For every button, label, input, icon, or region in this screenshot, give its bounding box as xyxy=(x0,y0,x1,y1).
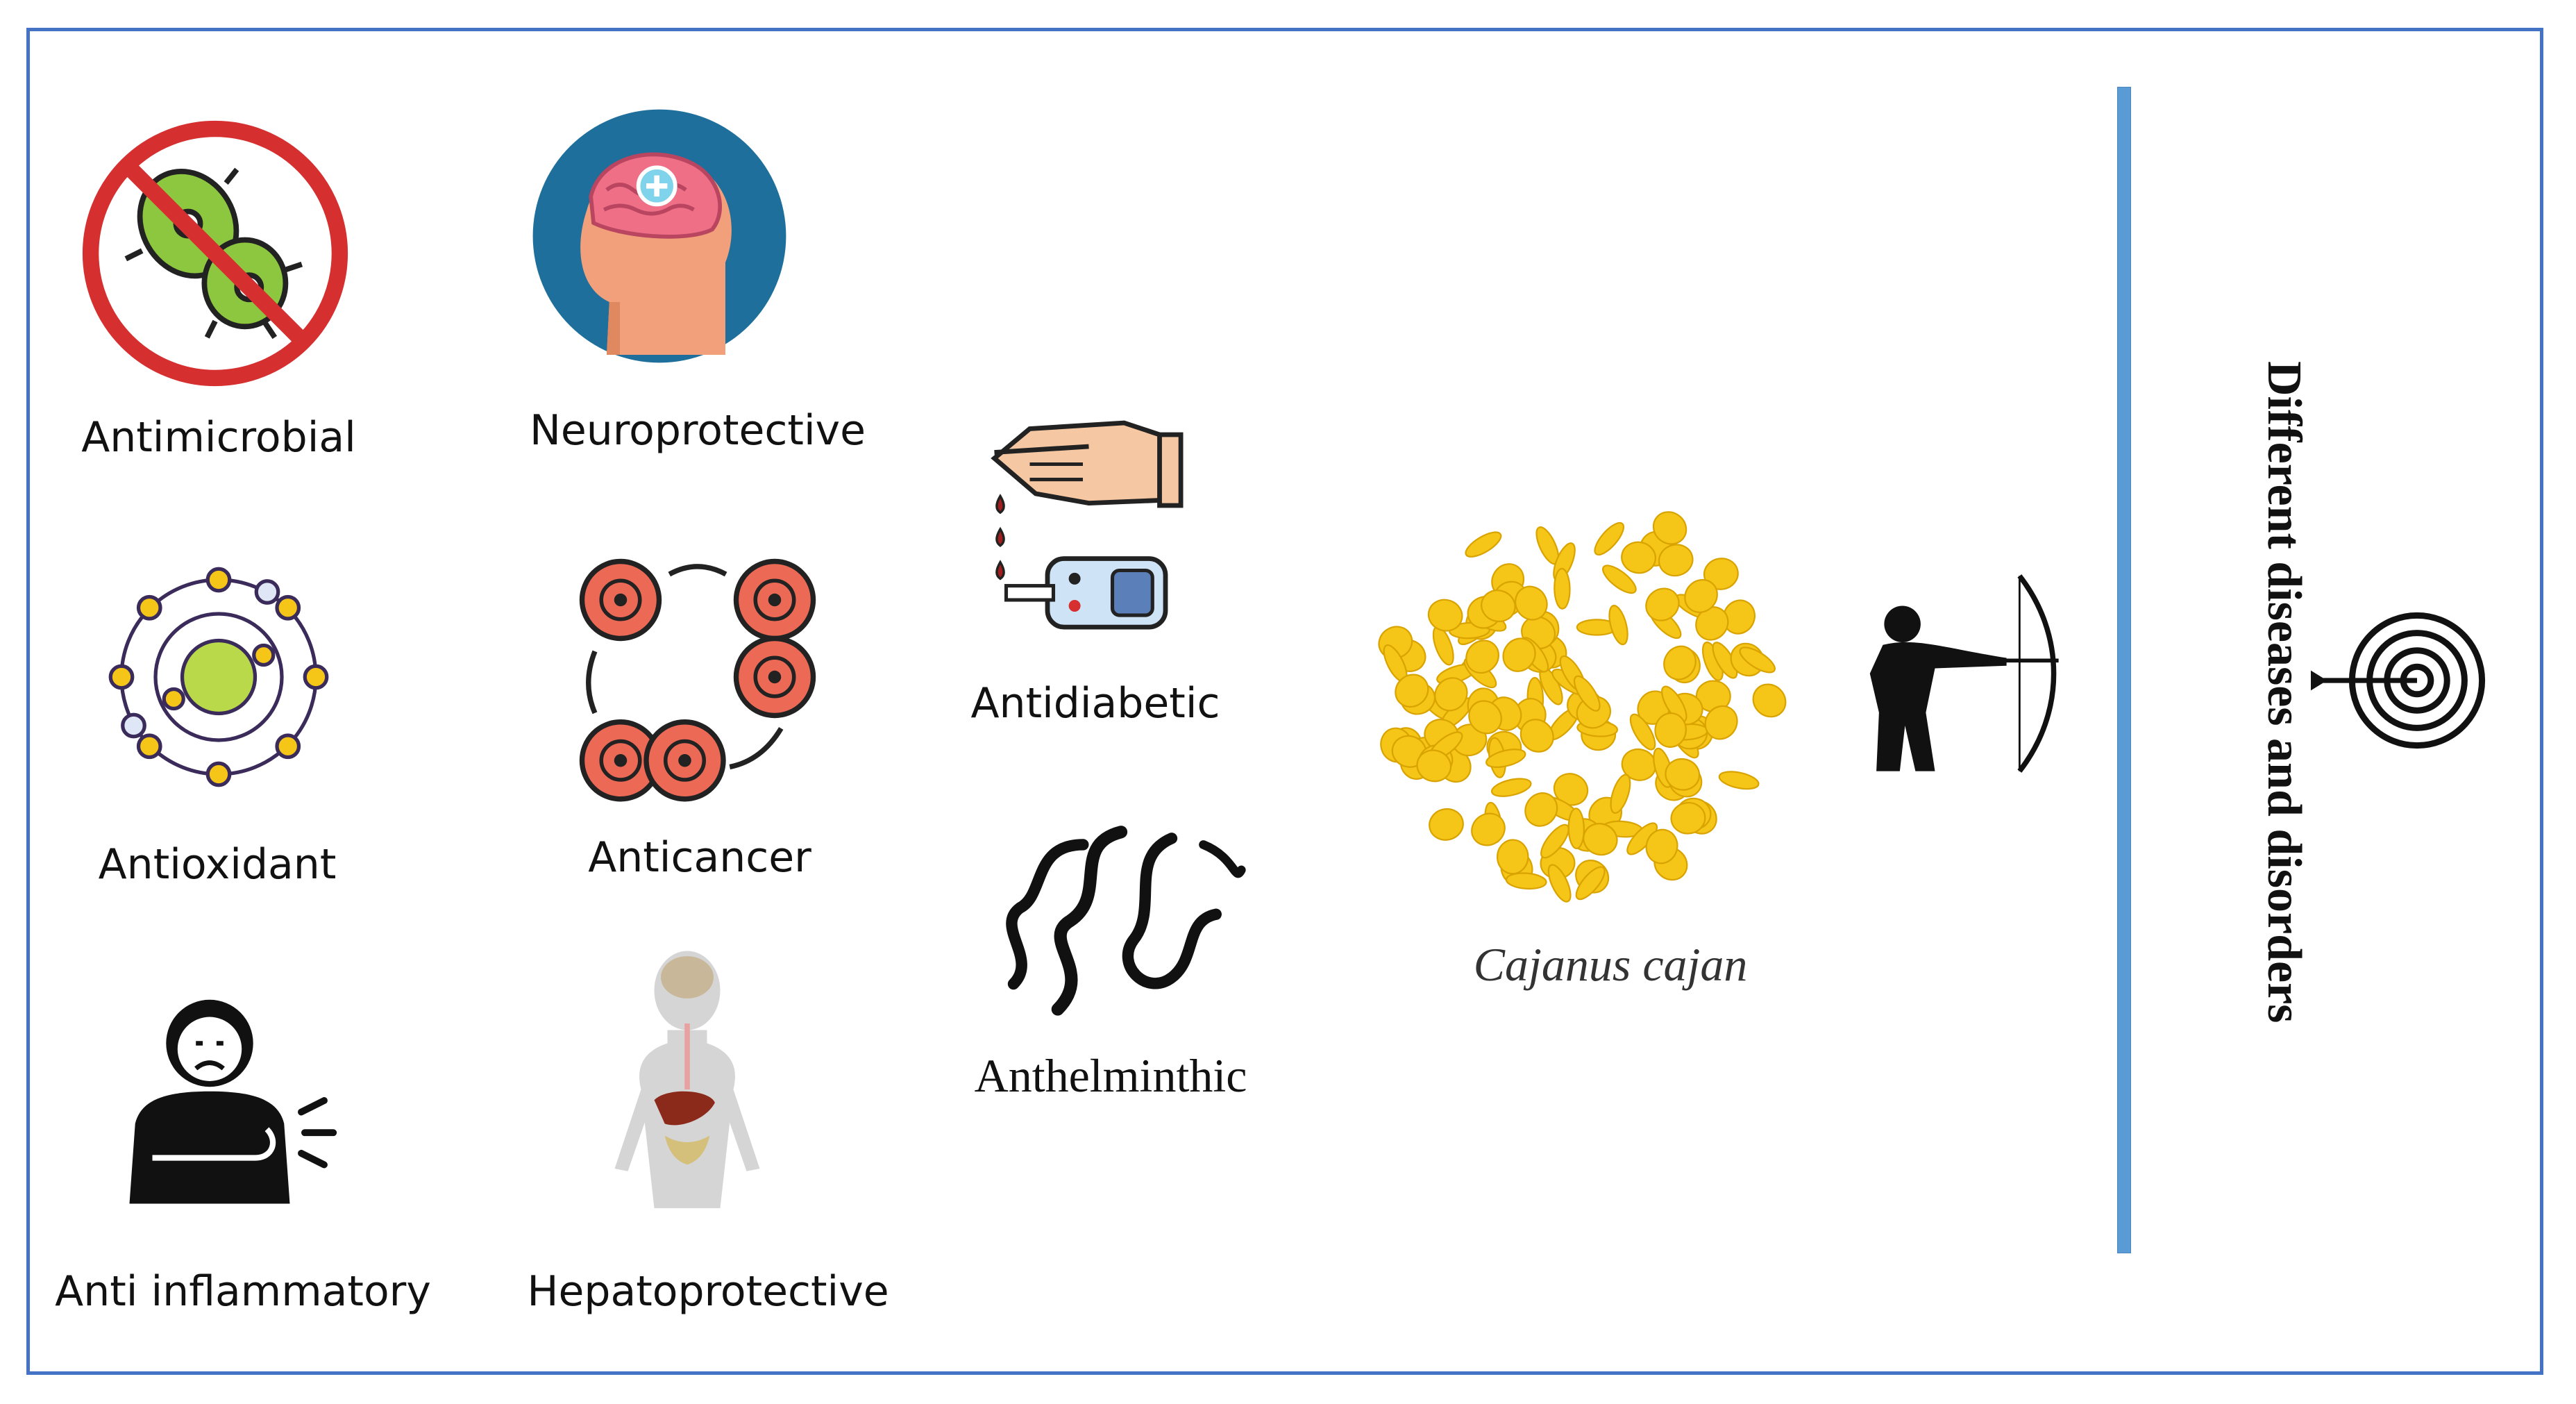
seed xyxy=(1739,646,1776,674)
cell-division-icon xyxy=(569,549,826,805)
diagram-frame xyxy=(26,28,2543,1375)
seed xyxy=(1395,674,1429,708)
seed xyxy=(1481,590,1516,623)
seed xyxy=(1567,808,1585,850)
seed xyxy=(1602,565,1637,594)
seed xyxy=(1645,587,1680,621)
glucose-meter-icon xyxy=(982,399,1184,635)
pigeon-pea-seeds-icon xyxy=(1343,465,1815,927)
seed xyxy=(1575,866,1606,901)
seed xyxy=(1505,872,1547,890)
seed xyxy=(1502,637,1536,672)
seed xyxy=(1703,558,1739,590)
brain-head-icon xyxy=(528,104,791,368)
antimicrobial-label: Antimicrobial xyxy=(81,413,356,462)
seed xyxy=(1540,824,1569,859)
anticancer-label: Anticancer xyxy=(588,833,811,882)
seed xyxy=(1465,531,1502,558)
seed xyxy=(1594,521,1625,555)
seed xyxy=(1471,812,1506,846)
seed xyxy=(1670,801,1706,835)
seed xyxy=(1610,774,1631,814)
atom-icon xyxy=(97,555,340,799)
target-heading: Different diseases and disorders xyxy=(2257,361,2311,1023)
hepatoprotective-label: Hepatoprotective xyxy=(527,1267,889,1316)
seed xyxy=(1416,749,1452,783)
seed xyxy=(1629,713,1656,751)
seed xyxy=(1519,719,1554,753)
pain-person-icon xyxy=(118,986,347,1215)
seed xyxy=(1654,712,1687,748)
seed xyxy=(1722,599,1756,635)
divider-bar xyxy=(2117,87,2131,1253)
seed xyxy=(1695,606,1729,641)
liver-body-icon xyxy=(587,944,788,1208)
seed xyxy=(1547,864,1572,903)
seed xyxy=(1658,544,1694,577)
seed xyxy=(1429,808,1464,841)
plant-name-label: Cajanus cajan xyxy=(1473,938,1748,991)
anthelminthic-label: Anthelminthic xyxy=(974,1049,1247,1102)
seed xyxy=(1752,683,1787,718)
seed xyxy=(1490,778,1532,797)
seed xyxy=(1434,677,1468,712)
antidiabetic-label: Antidiabetic xyxy=(970,679,1220,728)
seed xyxy=(1608,604,1628,646)
seed xyxy=(1427,599,1463,632)
seed xyxy=(1718,771,1760,790)
seed xyxy=(1663,645,1697,680)
seed xyxy=(1652,511,1687,545)
seed xyxy=(1684,578,1718,613)
seed xyxy=(1645,828,1678,864)
seed xyxy=(1468,700,1502,735)
seed xyxy=(1554,567,1571,610)
seed xyxy=(1621,541,1657,574)
neuroprotective-label: Neuroprotective xyxy=(529,406,866,455)
antioxidant-label: Antioxidant xyxy=(98,840,337,889)
target-icon xyxy=(2305,604,2492,757)
worms-icon xyxy=(993,819,1249,1035)
seed xyxy=(1573,675,1601,712)
seed xyxy=(1485,749,1526,768)
archer-icon xyxy=(1860,569,2062,778)
seed xyxy=(1496,839,1529,875)
seed xyxy=(1515,585,1548,621)
seed xyxy=(1524,792,1558,827)
seed xyxy=(1704,705,1738,740)
seed xyxy=(1665,758,1701,791)
no-microbe-icon xyxy=(80,118,351,389)
seed xyxy=(1465,640,1499,674)
anti-inflammatory-label: Anti inflammatory xyxy=(55,1267,431,1316)
